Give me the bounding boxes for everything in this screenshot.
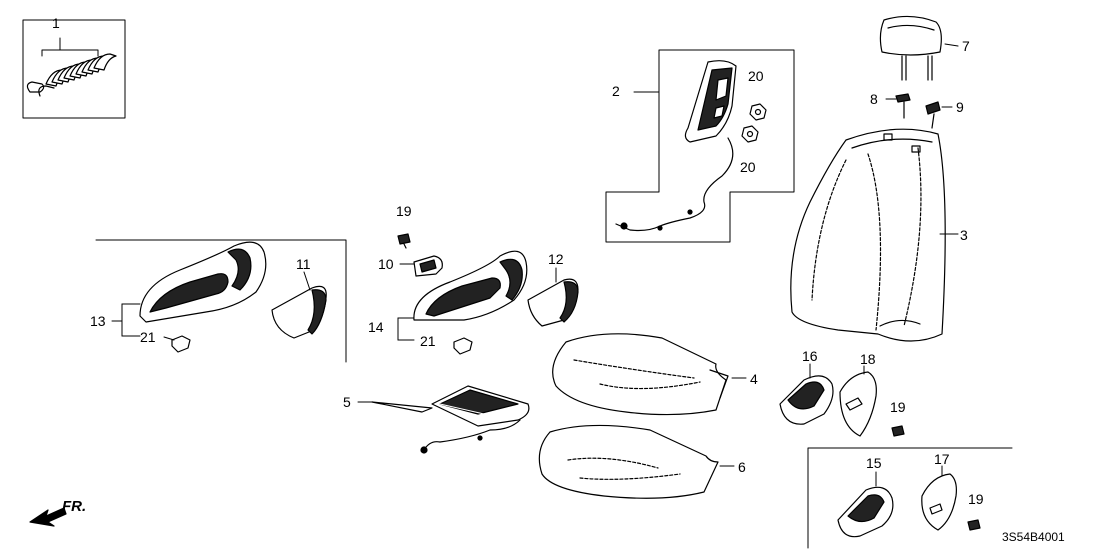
bottom-right-frame [807,447,1013,549]
callout-1: 1 [52,15,60,31]
part-9-headrest-guide [925,101,953,129]
callout-13: 13 [90,313,106,329]
part-12-knob-cover [527,267,579,327]
callout-5: 5 [343,394,351,410]
callout-3: 3 [960,227,968,243]
callout-21-left: 21 [140,329,156,345]
front-direction-arrow [29,507,67,527]
callout-20-top: 20 [748,68,764,84]
front-direction-label: FR. [62,498,87,515]
callout-19-right: 19 [890,399,906,415]
callout-14: 14 [368,319,384,335]
part-20-nuts [741,103,767,143]
callout-17: 17 [934,451,950,467]
callout-6: 6 [738,459,746,475]
part-2-side-airbag [605,49,795,243]
callout-15: 15 [866,455,882,471]
callout-10: 10 [378,256,394,272]
part-14-side-cover [397,250,528,341]
part-13-side-cover [111,241,267,337]
part-17-cover [921,465,957,531]
part-6-cushion-pad [538,424,735,499]
diagram-code: 3S54B4001 [1002,530,1065,544]
part-5-seat-heater [357,385,530,454]
callout-4: 4 [750,371,758,387]
part-19-screw-top [397,233,411,249]
callout-9: 9 [956,99,964,115]
callout-12: 12 [548,251,564,267]
callout-2: 2 [612,83,620,99]
part-18-cover [839,365,877,437]
part-8-headrest-guide [885,93,911,119]
callout-19-top: 19 [396,203,412,219]
part-1-spring-clips [22,19,126,119]
part-21-clip-left [163,335,191,353]
callout-8: 8 [870,91,878,107]
part-11-knob-cover [271,271,327,339]
part-10-bracket [399,255,443,277]
callout-7: 7 [962,38,970,54]
part-19-screw-right [891,425,905,437]
part-7-headrest [879,15,959,81]
part-16-recliner-cover [779,363,834,425]
part-19-screw-bottom [967,519,981,531]
part-15-cover [837,471,894,538]
callout-16: 16 [802,348,818,364]
part-21-clip-middle [453,337,473,355]
part-4-cushion-cover [552,333,747,416]
callout-11: 11 [296,256,311,272]
callout-18: 18 [860,351,876,367]
callout-21-middle: 21 [420,333,436,349]
left-group-frame [95,239,347,363]
callout-20-bottom: 20 [740,159,756,175]
callout-19-bottom: 19 [968,491,984,507]
part-3-seatback-cover [790,128,959,342]
